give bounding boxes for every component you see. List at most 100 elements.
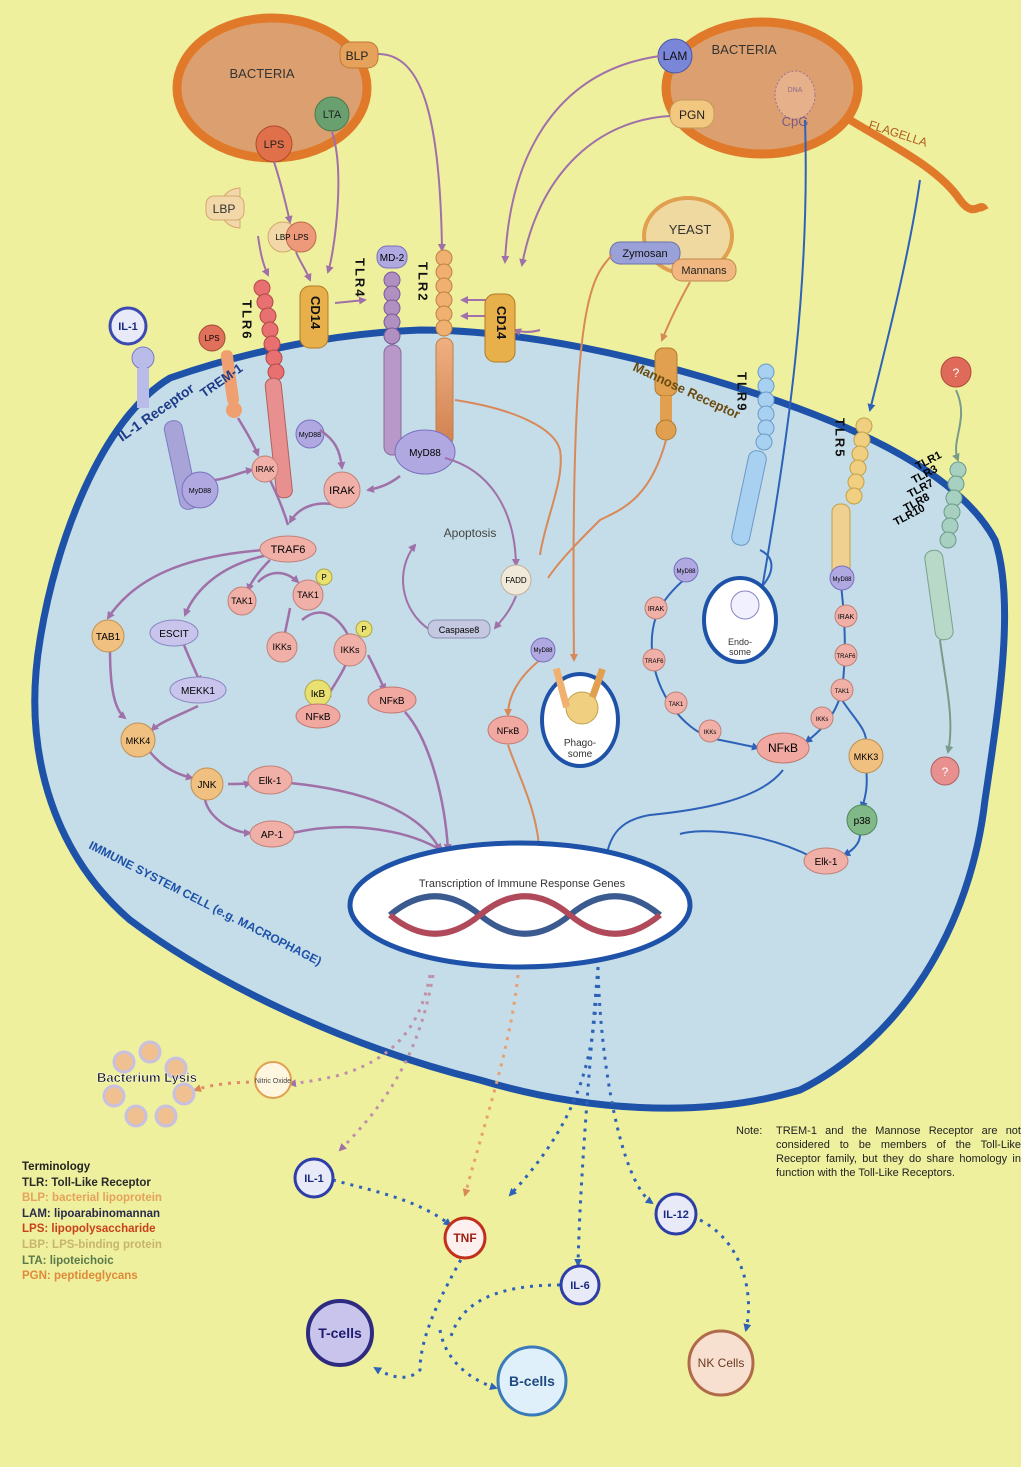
tab1: TAB1 <box>92 620 124 652</box>
bcells: B-cells <box>498 1347 566 1415</box>
ikks-a: IKKs <box>267 632 297 662</box>
mkk3: MKK3 <box>849 739 883 773</box>
irak-small: IRAK <box>252 456 278 482</box>
tlr9-ikks: IKKs <box>704 730 717 736</box>
dna-label: DNA <box>788 87 803 94</box>
nfkb-purple: NFκB <box>368 687 416 713</box>
terminology-legend: Terminology TLR: Toll-Like Receptor BLP:… <box>22 1160 162 1285</box>
ap1: AP-1 <box>250 821 294 847</box>
unknown-intracellular-label: ? <box>942 765 949 779</box>
tlr9-irak: IRAK <box>648 606 665 613</box>
term-row: LAM: lipoarabinomannan <box>22 1207 162 1223</box>
cd14-right-label: CD14 <box>494 306 509 340</box>
trem1-ligand-label: LPS <box>204 334 219 343</box>
unknown-intracellular: ? <box>931 757 959 785</box>
irak-small-label: IRAK <box>256 465 275 474</box>
term-text: peptideglycans <box>54 1270 138 1282</box>
note-label: Note: <box>736 1125 762 1137</box>
tcells: T-cells <box>308 1301 372 1365</box>
cd14-left: CD14 <box>300 286 328 348</box>
terminology-title: Terminology <box>22 1160 162 1176</box>
tlr2-myd88: MyD88 <box>409 448 441 459</box>
yeast: YEAST Zymosan Mannans <box>610 198 736 281</box>
nfkb-blue: NFκB <box>757 733 809 763</box>
tlr5-traf6: TRAF6 <box>836 654 856 660</box>
lam-label: LAM <box>663 49 688 63</box>
ikks-p-label: P <box>361 625 366 634</box>
fadd-label: FADD <box>505 576 527 585</box>
tlr2-label: TLR2 <box>416 262 431 303</box>
nucleus: Transcription of Immune Response Genes <box>350 843 690 967</box>
yeast-label: YEAST <box>669 222 712 237</box>
apoptosis-label: Apoptosis <box>444 526 497 540</box>
lbp-complex-lps: LPS <box>293 233 308 242</box>
tak1-p-label: P <box>321 573 326 582</box>
zymosan-label: Zymosan <box>622 248 667 260</box>
il6-output: IL-6 <box>561 1266 599 1304</box>
term-text: lipoarabinomannan <box>54 1208 160 1220</box>
escit: ESCIT <box>150 620 198 646</box>
caspase8-label: Caspase8 <box>439 625 480 635</box>
blp-label: BLP <box>346 49 369 63</box>
tlr5-ikks: IKKs <box>816 717 829 723</box>
ikb-label: IκB <box>311 689 326 700</box>
tlr9-label: TLR9 <box>735 372 750 413</box>
pgn-label: PGN <box>679 108 705 122</box>
nkcells-label: NK Cells <box>698 1356 745 1370</box>
cd14-left-label: CD14 <box>308 296 323 330</box>
lbp-label: LBP <box>213 202 236 216</box>
p38-label: p38 <box>854 816 871 827</box>
tlr9-traf6: TRAF6 <box>644 659 664 665</box>
term-abbr: BLP: <box>22 1192 49 1204</box>
elk1-right-label: Elk-1 <box>815 857 838 868</box>
ikks-a-label: IKKs <box>272 642 292 652</box>
note-text: TREM-1 and the Mannose Receptor are not … <box>776 1124 1021 1180</box>
phagosome-label: Phago-some <box>564 738 596 760</box>
endosome: Endo-some <box>704 578 776 662</box>
elk1-left: Elk-1 <box>248 766 292 794</box>
term-text: LPS-binding protein <box>52 1239 162 1251</box>
tak1-a-label: TAK1 <box>231 596 253 606</box>
tlr5-tak1: TAK1 <box>835 689 850 695</box>
nfkb-blue-label: NFκB <box>768 741 798 755</box>
lps-label: LPS <box>264 139 285 151</box>
il12-output-label: IL-12 <box>663 1209 689 1221</box>
mekk1: MEKK1 <box>170 677 226 703</box>
term-row: LPS: lipopolysaccharide <box>22 1222 162 1238</box>
term-text: lipoteichoic <box>50 1255 114 1267</box>
cd14-right: CD14 <box>485 294 515 362</box>
mkk3-label: MKK3 <box>854 752 879 762</box>
jnk-label: JNK <box>198 780 217 791</box>
term-text: bacterial lipoprotein <box>52 1192 162 1204</box>
irak-main-label: IRAK <box>329 485 355 497</box>
tak1-b-label: TAK1 <box>297 590 319 600</box>
tlr5-myd88: MyD88 <box>832 577 852 583</box>
elk1-left-label: Elk-1 <box>259 776 282 787</box>
tab1-label: TAB1 <box>96 632 121 643</box>
nkcells: NK Cells <box>689 1331 753 1395</box>
nfkb-orange-label: NFκB <box>497 726 520 736</box>
nitric-oxide: Nitric Oxide <box>255 1062 291 1098</box>
ap1-label: AP-1 <box>261 830 284 841</box>
il1-output: IL-1 <box>295 1159 333 1197</box>
mekk1-label: MEKK1 <box>181 686 215 697</box>
bacteria-left-label: BACTERIA <box>229 66 294 81</box>
il1r-myd88: MyD88 <box>182 472 218 508</box>
escit-label: ESCIT <box>159 629 188 640</box>
bacteria-left: BACTERIA BLP LTA LPS <box>177 18 378 162</box>
nucleus-label: Transcription of Immune Response Genes <box>419 878 626 890</box>
ikks-b-label: IKKs <box>340 645 360 655</box>
bcells-label: B-cells <box>509 1373 555 1389</box>
lbp-complex-lbp: LBP <box>275 233 290 242</box>
tlr6-label: TLR6 <box>240 300 255 341</box>
mkk4-label: MKK4 <box>126 736 151 746</box>
p38: p38 <box>847 805 877 835</box>
bacteria-right: BACTERIA DNA CpG LAM PGN FLAGELLA <box>658 22 985 210</box>
nfkb-complex-label: NFκB <box>306 712 331 723</box>
tlr9-tak1: TAK1 <box>669 702 684 708</box>
il6-output-label: IL-6 <box>570 1280 590 1292</box>
phagosome-myd88: MyD88 <box>533 648 553 654</box>
term-abbr: LPS: <box>22 1223 48 1235</box>
irak-main: IRAK <box>324 472 360 508</box>
